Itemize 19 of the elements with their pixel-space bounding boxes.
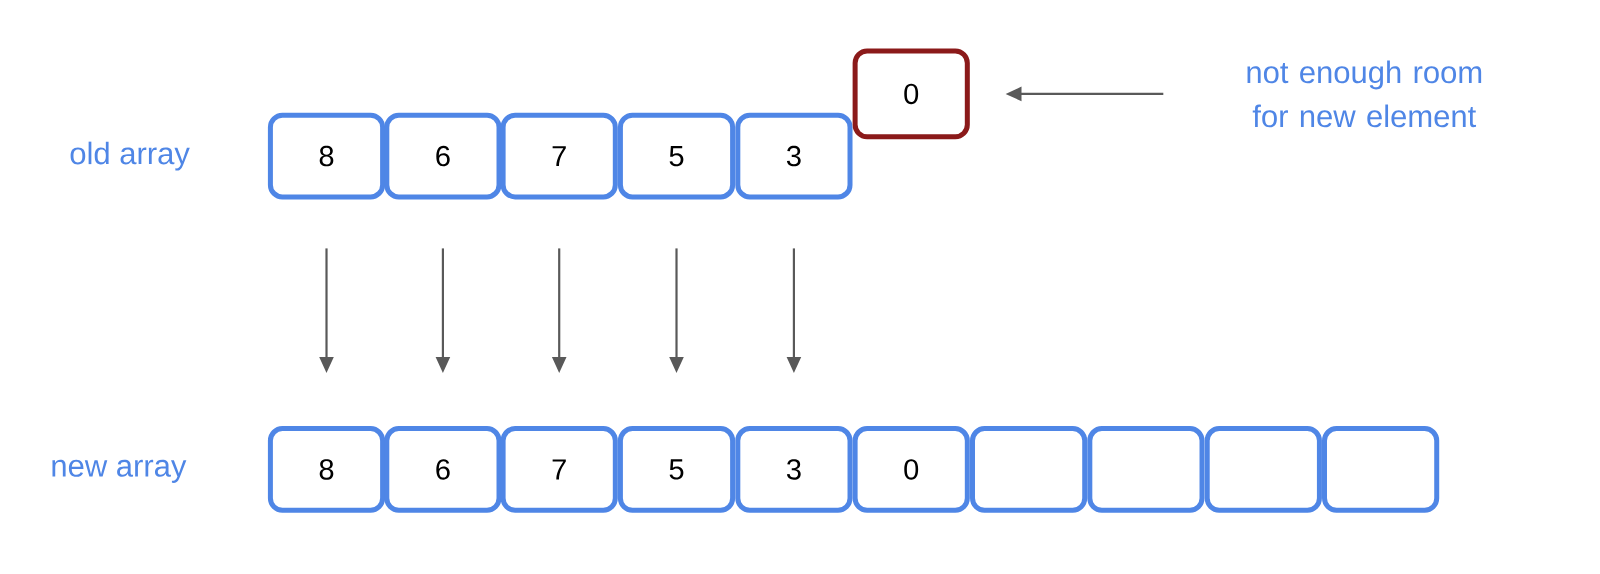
array-cell: 7 [500, 426, 618, 513]
array-cell [970, 426, 1088, 513]
annotation-text: not enough room for new element [1247, 60, 1482, 128]
array-cell: 6 [384, 426, 502, 513]
array-cell [1204, 426, 1322, 513]
array-cell [1322, 426, 1440, 513]
array-cell: 0 [852, 426, 970, 513]
array-label: new array [52, 459, 187, 483]
array-cell: 7 [500, 112, 618, 200]
array-cell [1087, 426, 1205, 513]
array-cell: 3 [735, 426, 853, 513]
array-cell: 3 [735, 112, 853, 200]
array-cell: 6 [384, 112, 502, 200]
array-cell: 5 [617, 426, 736, 513]
array-cell: 8 [267, 426, 386, 513]
array-cell: 5 [617, 112, 736, 200]
array-label: old array [70, 141, 190, 171]
element-box: 0 [852, 48, 970, 140]
array-cell: 8 [267, 112, 386, 200]
